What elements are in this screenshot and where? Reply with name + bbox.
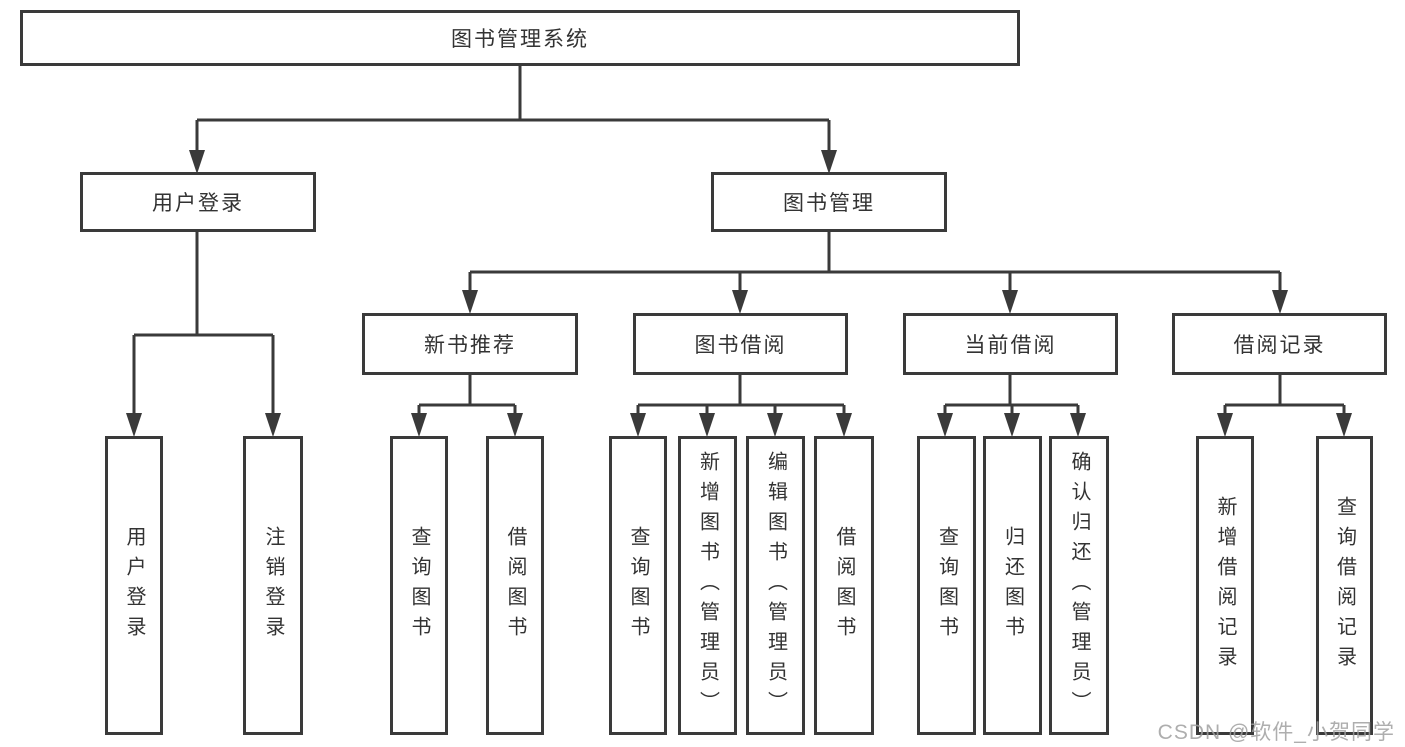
node-edit-books-admin: 编辑图书（管理员） — [746, 436, 805, 735]
node-query-borrow-record: 查询借阅记录 — [1316, 436, 1373, 735]
node-leaf-logout: 注销登录 — [243, 436, 303, 735]
node-user-login: 用户登录 — [80, 172, 316, 232]
arrow-down-icon — [1217, 413, 1233, 437]
node-return-books: 归还图书 — [983, 436, 1042, 735]
node-book-borrowing: 图书借阅 — [633, 313, 848, 375]
node-library-system: 图书管理系统 — [20, 10, 1020, 66]
arrow-down-icon — [699, 413, 715, 437]
arrow-down-icon — [1336, 413, 1352, 437]
arrow-down-icon — [1004, 413, 1020, 437]
node-new-book-recommend: 新书推荐 — [362, 313, 578, 375]
node-leaf-user-login: 用户登录 — [105, 436, 163, 735]
arrow-down-icon — [767, 413, 783, 437]
arrowheads — [126, 150, 1352, 437]
connector-path — [132, 66, 1346, 419]
node-query-books-recommend: 查询图书 — [390, 436, 448, 735]
arrow-down-icon — [1070, 413, 1086, 437]
arrow-down-icon — [732, 290, 748, 314]
node-current-borrowing: 当前借阅 — [903, 313, 1118, 375]
arrow-down-icon — [821, 150, 837, 174]
arrow-down-icon — [411, 413, 427, 437]
arrow-down-icon — [507, 413, 523, 437]
node-book-management: 图书管理 — [711, 172, 947, 232]
arrow-down-icon — [126, 413, 142, 437]
arrow-down-icon — [630, 413, 646, 437]
node-query-books-current: 查询图书 — [917, 436, 976, 735]
arrow-down-icon — [1002, 290, 1018, 314]
arrow-down-icon — [189, 150, 205, 174]
node-add-books-admin: 新增图书（管理员） — [678, 436, 737, 735]
node-add-borrow-record: 新增借阅记录 — [1196, 436, 1254, 735]
node-query-books-borrowing: 查询图书 — [609, 436, 667, 735]
node-borrow-books-borrowing: 借阅图书 — [814, 436, 874, 735]
arrow-down-icon — [937, 413, 953, 437]
arrow-down-icon — [836, 413, 852, 437]
node-confirm-return-admin: 确认归还（管理员） — [1049, 436, 1109, 735]
node-borrowing-records: 借阅记录 — [1172, 313, 1387, 375]
arrow-down-icon — [265, 413, 281, 437]
arrow-down-icon — [462, 290, 478, 314]
node-borrow-books-recommend: 借阅图书 — [486, 436, 544, 735]
csdn-watermark: CSDN @软件_小贺同学 — [1157, 721, 1395, 744]
arrow-down-icon — [1272, 290, 1288, 314]
